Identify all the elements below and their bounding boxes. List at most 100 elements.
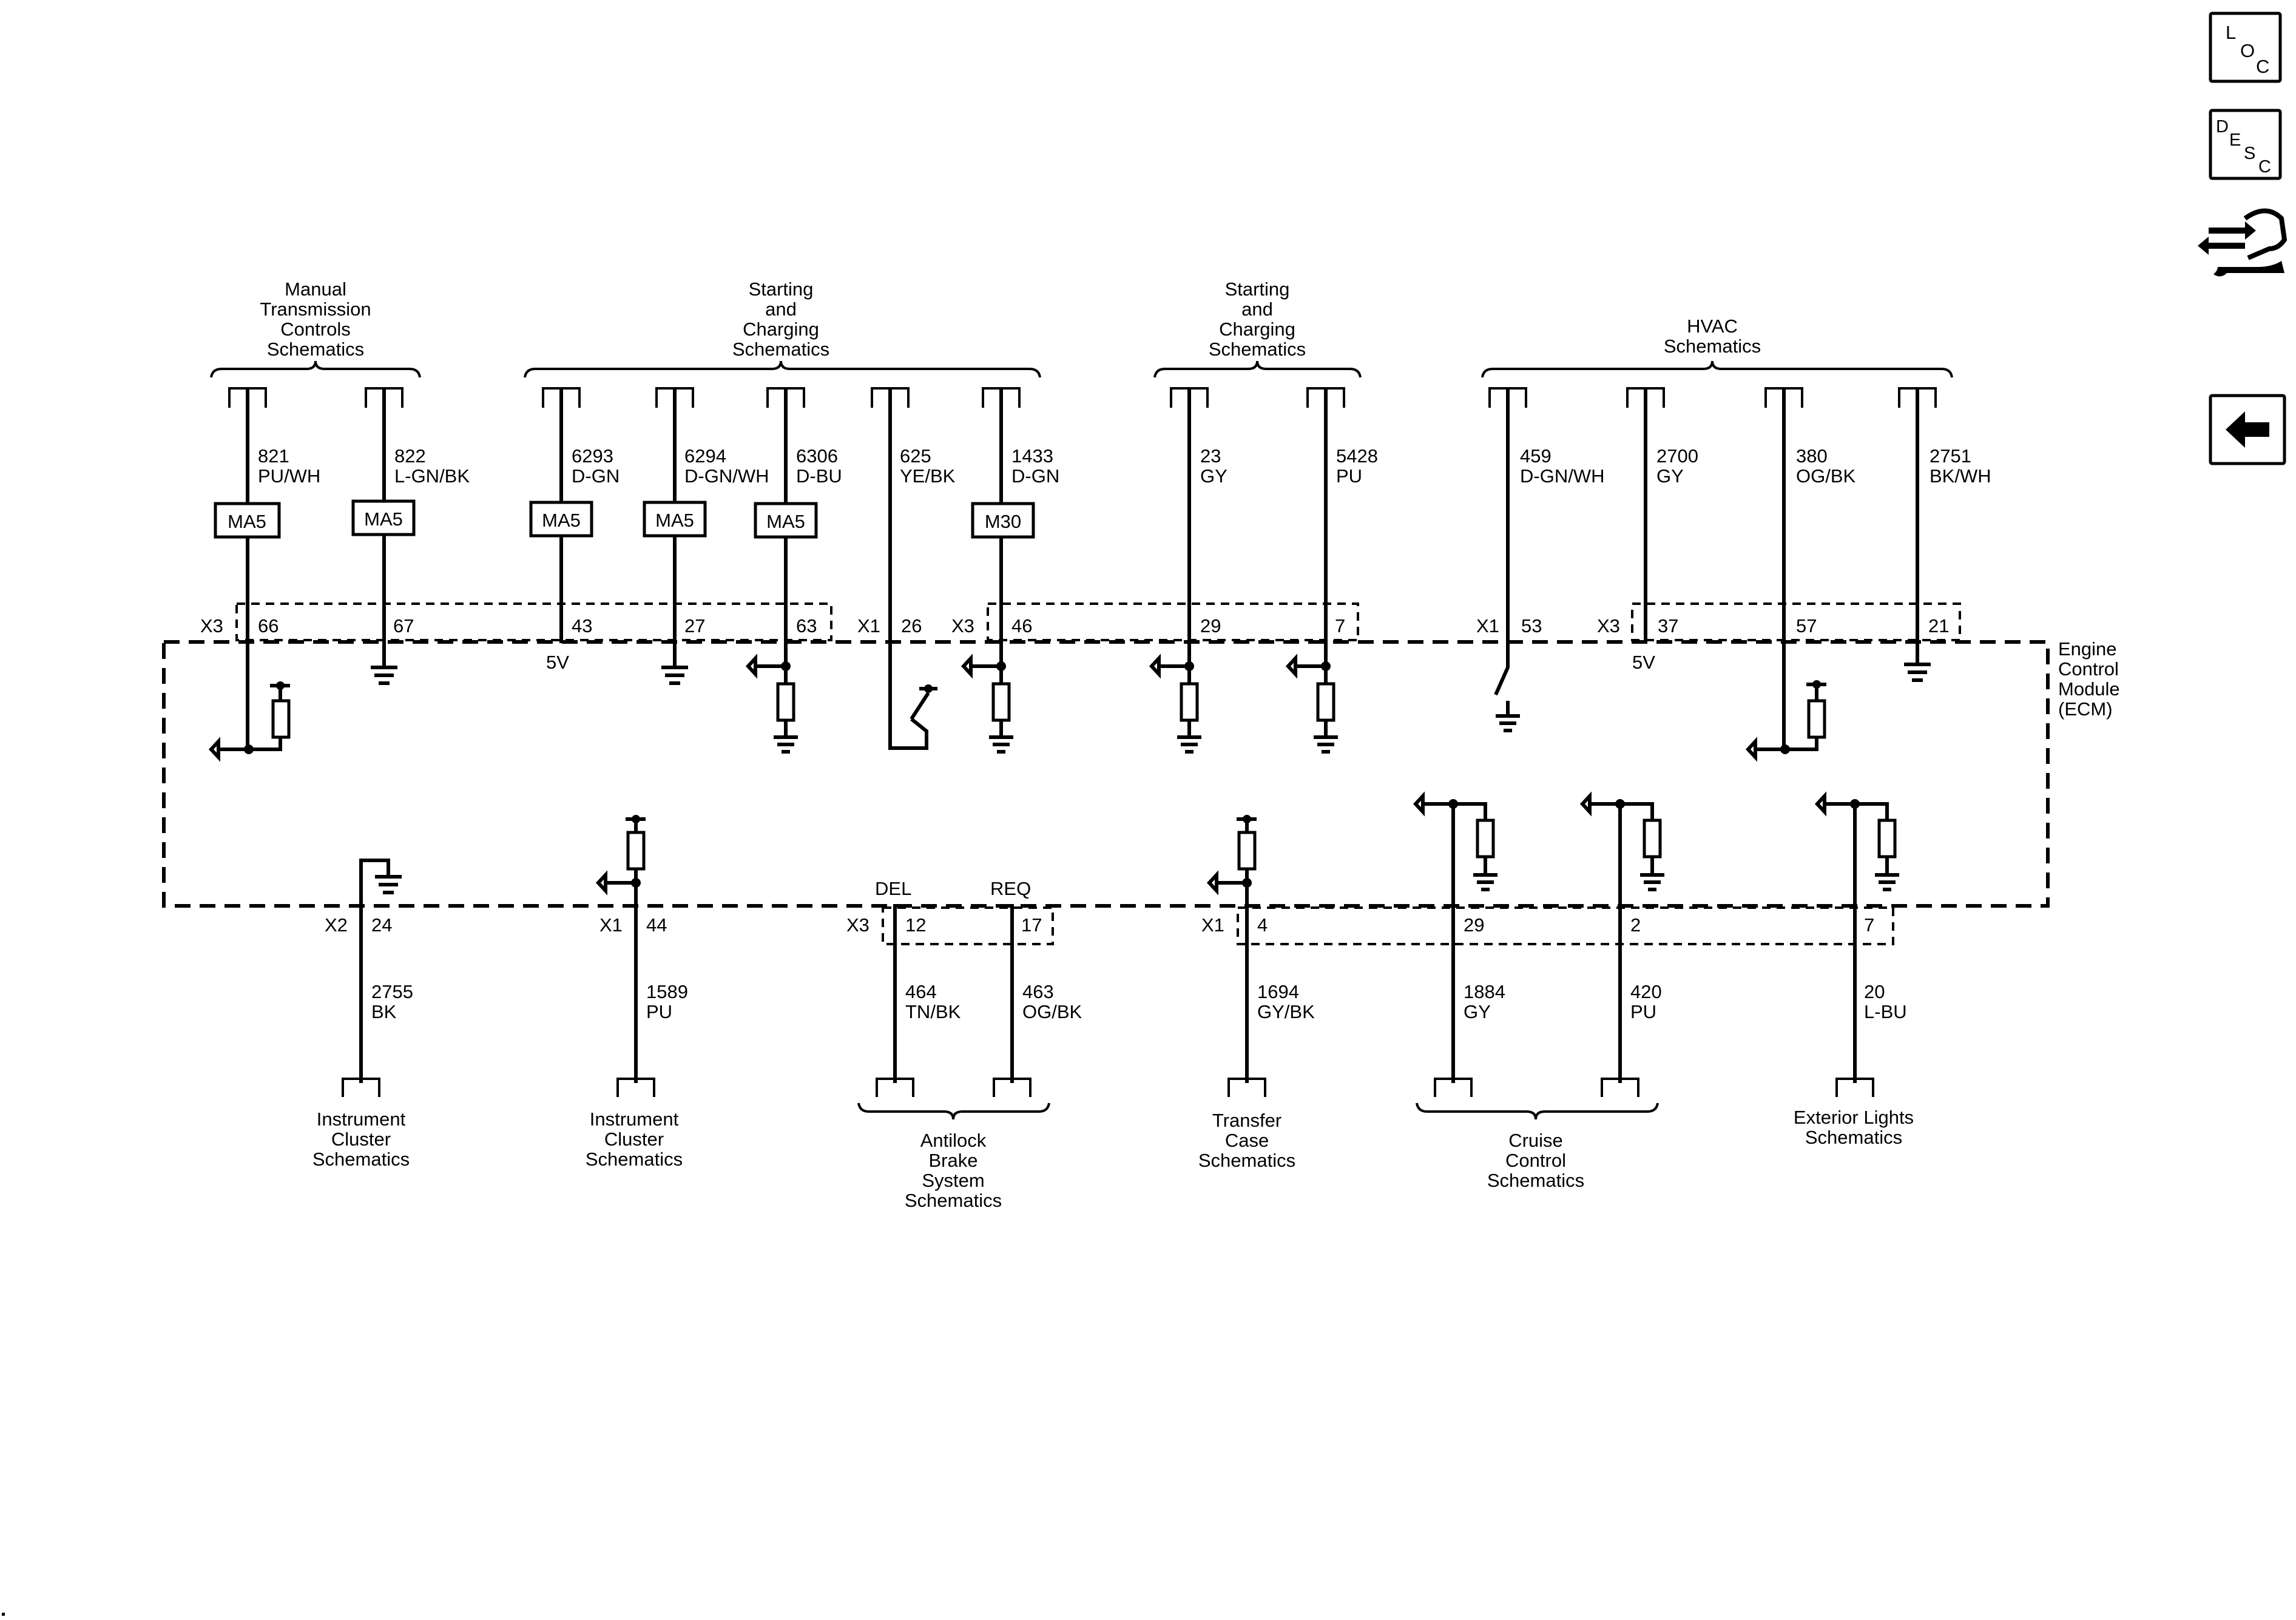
group-title-hvac[interactable]: HVAC Schematics: [1664, 316, 1761, 357]
svg-text:Schematics: Schematics: [586, 1149, 683, 1170]
svg-text:Schematics: Schematics: [1198, 1150, 1295, 1171]
svg-text:TN/BK: TN/BK: [905, 1001, 961, 1022]
brace-top-starting-2: [1153, 360, 1362, 378]
connector-x3-top-right: [1631, 602, 1961, 641]
svg-text:6294: 6294: [684, 445, 726, 467]
group-title-instrument-cluster-1[interactable]: Instrument Cluster Schematics: [312, 1109, 410, 1170]
svg-text:2755: 2755: [371, 981, 413, 1002]
group-title-manual-transmission[interactable]: Manual Transmission Controls Schematics: [260, 278, 371, 360]
svg-text:2700: 2700: [1656, 445, 1698, 467]
loc-button[interactable]: L O C: [2209, 12, 2282, 83]
desc-button[interactable]: D E S C: [2209, 109, 2282, 180]
connector-x1-bottom: [1237, 906, 1894, 945]
circuit-5428: 5428 PU 7: [1285, 387, 1378, 754]
svg-text:Controls: Controls: [280, 319, 350, 340]
svg-text:MA5: MA5: [228, 511, 266, 532]
svg-text:Starting: Starting: [1225, 278, 1290, 300]
circuit-464: DEL X3 12 464 TN/BK: [846, 878, 961, 1097]
svg-text:Antilock: Antilock: [920, 1130, 987, 1151]
svg-text:L-GN/BK: L-GN/BK: [394, 465, 470, 487]
circuit-6293: 6293 D-GN MA5 43 5V: [529, 387, 620, 673]
circuit-463: REQ 17 463 OG/BK: [990, 878, 1082, 1097]
svg-text:BK: BK: [371, 1001, 397, 1022]
svg-text:Schematics: Schematics: [732, 339, 829, 360]
svg-text:5V: 5V: [546, 652, 569, 673]
group-title-transfer-case[interactable]: Transfer Case Schematics: [1198, 1110, 1295, 1171]
svg-text:67: 67: [393, 615, 414, 636]
svg-text:and: and: [1241, 299, 1273, 320]
svg-text:66: 66: [258, 615, 279, 636]
svg-text:Charging: Charging: [1219, 319, 1295, 340]
svg-text:E: E: [2229, 130, 2241, 150]
brace-top-hvac: [1481, 360, 1953, 378]
svg-text:X1: X1: [857, 615, 880, 636]
svg-text:43: 43: [572, 615, 592, 636]
svg-text:Transfer: Transfer: [1212, 1110, 1281, 1131]
svg-text:Schematics: Schematics: [1805, 1127, 1902, 1148]
corner-mark: [2, 1613, 5, 1616]
svg-text:REQ: REQ: [990, 878, 1031, 899]
connector-tool-icon[interactable]: [2198, 208, 2288, 277]
group-title-exterior-lights[interactable]: Exterior Lights Schematics: [1794, 1107, 1914, 1148]
connector-x3-top-mid: [987, 602, 1359, 641]
back-arrow-button[interactable]: [2209, 394, 2286, 465]
svg-text:and: and: [765, 299, 797, 320]
svg-text:463: 463: [1022, 981, 1054, 1002]
brace-bottom-cruise: [1416, 1102, 1659, 1120]
group-title-cruise-control[interactable]: Cruise Control Schematics: [1487, 1130, 1584, 1191]
group-title-antilock-brake[interactable]: Antilock Brake System Schematics: [905, 1130, 1002, 1211]
svg-text:S: S: [2244, 144, 2255, 163]
svg-text:X2: X2: [325, 914, 348, 936]
circuit-2751: 2751 BK/WH 21: [1898, 387, 1991, 682]
svg-text:6306: 6306: [796, 445, 838, 467]
svg-text:44: 44: [646, 914, 667, 936]
svg-text:BK/WH: BK/WH: [1930, 465, 1991, 487]
svg-text:57: 57: [1796, 615, 1817, 636]
svg-text:7: 7: [1335, 615, 1345, 636]
svg-text:459: 459: [1520, 445, 1551, 467]
svg-text:1589: 1589: [646, 981, 688, 1002]
svg-text:821: 821: [258, 445, 289, 467]
svg-text:(ECM): (ECM): [2058, 698, 2113, 720]
svg-text:X3: X3: [846, 914, 869, 936]
circuit-2700: 2700 GY X3 37 5V: [1597, 387, 1698, 673]
svg-text:MA5: MA5: [655, 510, 694, 531]
svg-text:21: 21: [1928, 615, 1949, 636]
svg-text:C: C: [2256, 56, 2269, 77]
svg-text:Brake: Brake: [929, 1150, 978, 1171]
svg-text:X3: X3: [951, 615, 974, 636]
group-title-instrument-cluster-2[interactable]: Instrument Cluster Schematics: [586, 1109, 683, 1170]
svg-text:M30: M30: [985, 511, 1021, 532]
svg-text:PU: PU: [1630, 1001, 1656, 1022]
svg-text:380: 380: [1796, 445, 1828, 467]
svg-text:X1: X1: [1201, 914, 1224, 936]
svg-text:625: 625: [900, 445, 931, 467]
group-title-starting-charging-2[interactable]: Starting and Charging Schematics: [1209, 278, 1306, 360]
svg-text:29: 29: [1464, 914, 1484, 936]
brace-bottom-abs: [857, 1102, 1050, 1120]
svg-text:Charging: Charging: [743, 319, 819, 340]
svg-text:OG/BK: OG/BK: [1022, 1001, 1082, 1022]
svg-text:2751: 2751: [1930, 445, 1971, 467]
circuit-23: 23 GY 29: [1149, 387, 1227, 754]
group-title-starting-charging-1[interactable]: Starting and Charging Schematics: [732, 278, 829, 360]
circuit-625: 625 YE/BK X1 26: [857, 387, 956, 750]
svg-text:D-GN/WH: D-GN/WH: [684, 465, 769, 487]
svg-text:System: System: [922, 1170, 984, 1191]
svg-text:PU: PU: [646, 1001, 672, 1022]
svg-text:D-BU: D-BU: [796, 465, 842, 487]
svg-text:Cluster: Cluster: [604, 1129, 664, 1150]
circuit-1589: X1 44 1589 PU: [595, 815, 688, 1097]
svg-text:Schematics: Schematics: [267, 339, 364, 360]
ecm-boundary: [162, 640, 2050, 908]
svg-text:4: 4: [1257, 914, 1268, 936]
svg-text:X1: X1: [1476, 615, 1499, 636]
circuit-380: 380 OG/BK 57: [1745, 387, 1856, 762]
svg-text:Engine: Engine: [2058, 638, 2117, 660]
svg-text:Instrument: Instrument: [317, 1109, 406, 1130]
svg-text:D-GN: D-GN: [572, 465, 620, 487]
circuit-459: 459 D-GN/WH X1 53: [1476, 387, 1604, 732]
connector-x3-top-left: [235, 602, 832, 641]
svg-text:Schematics: Schematics: [312, 1149, 410, 1170]
